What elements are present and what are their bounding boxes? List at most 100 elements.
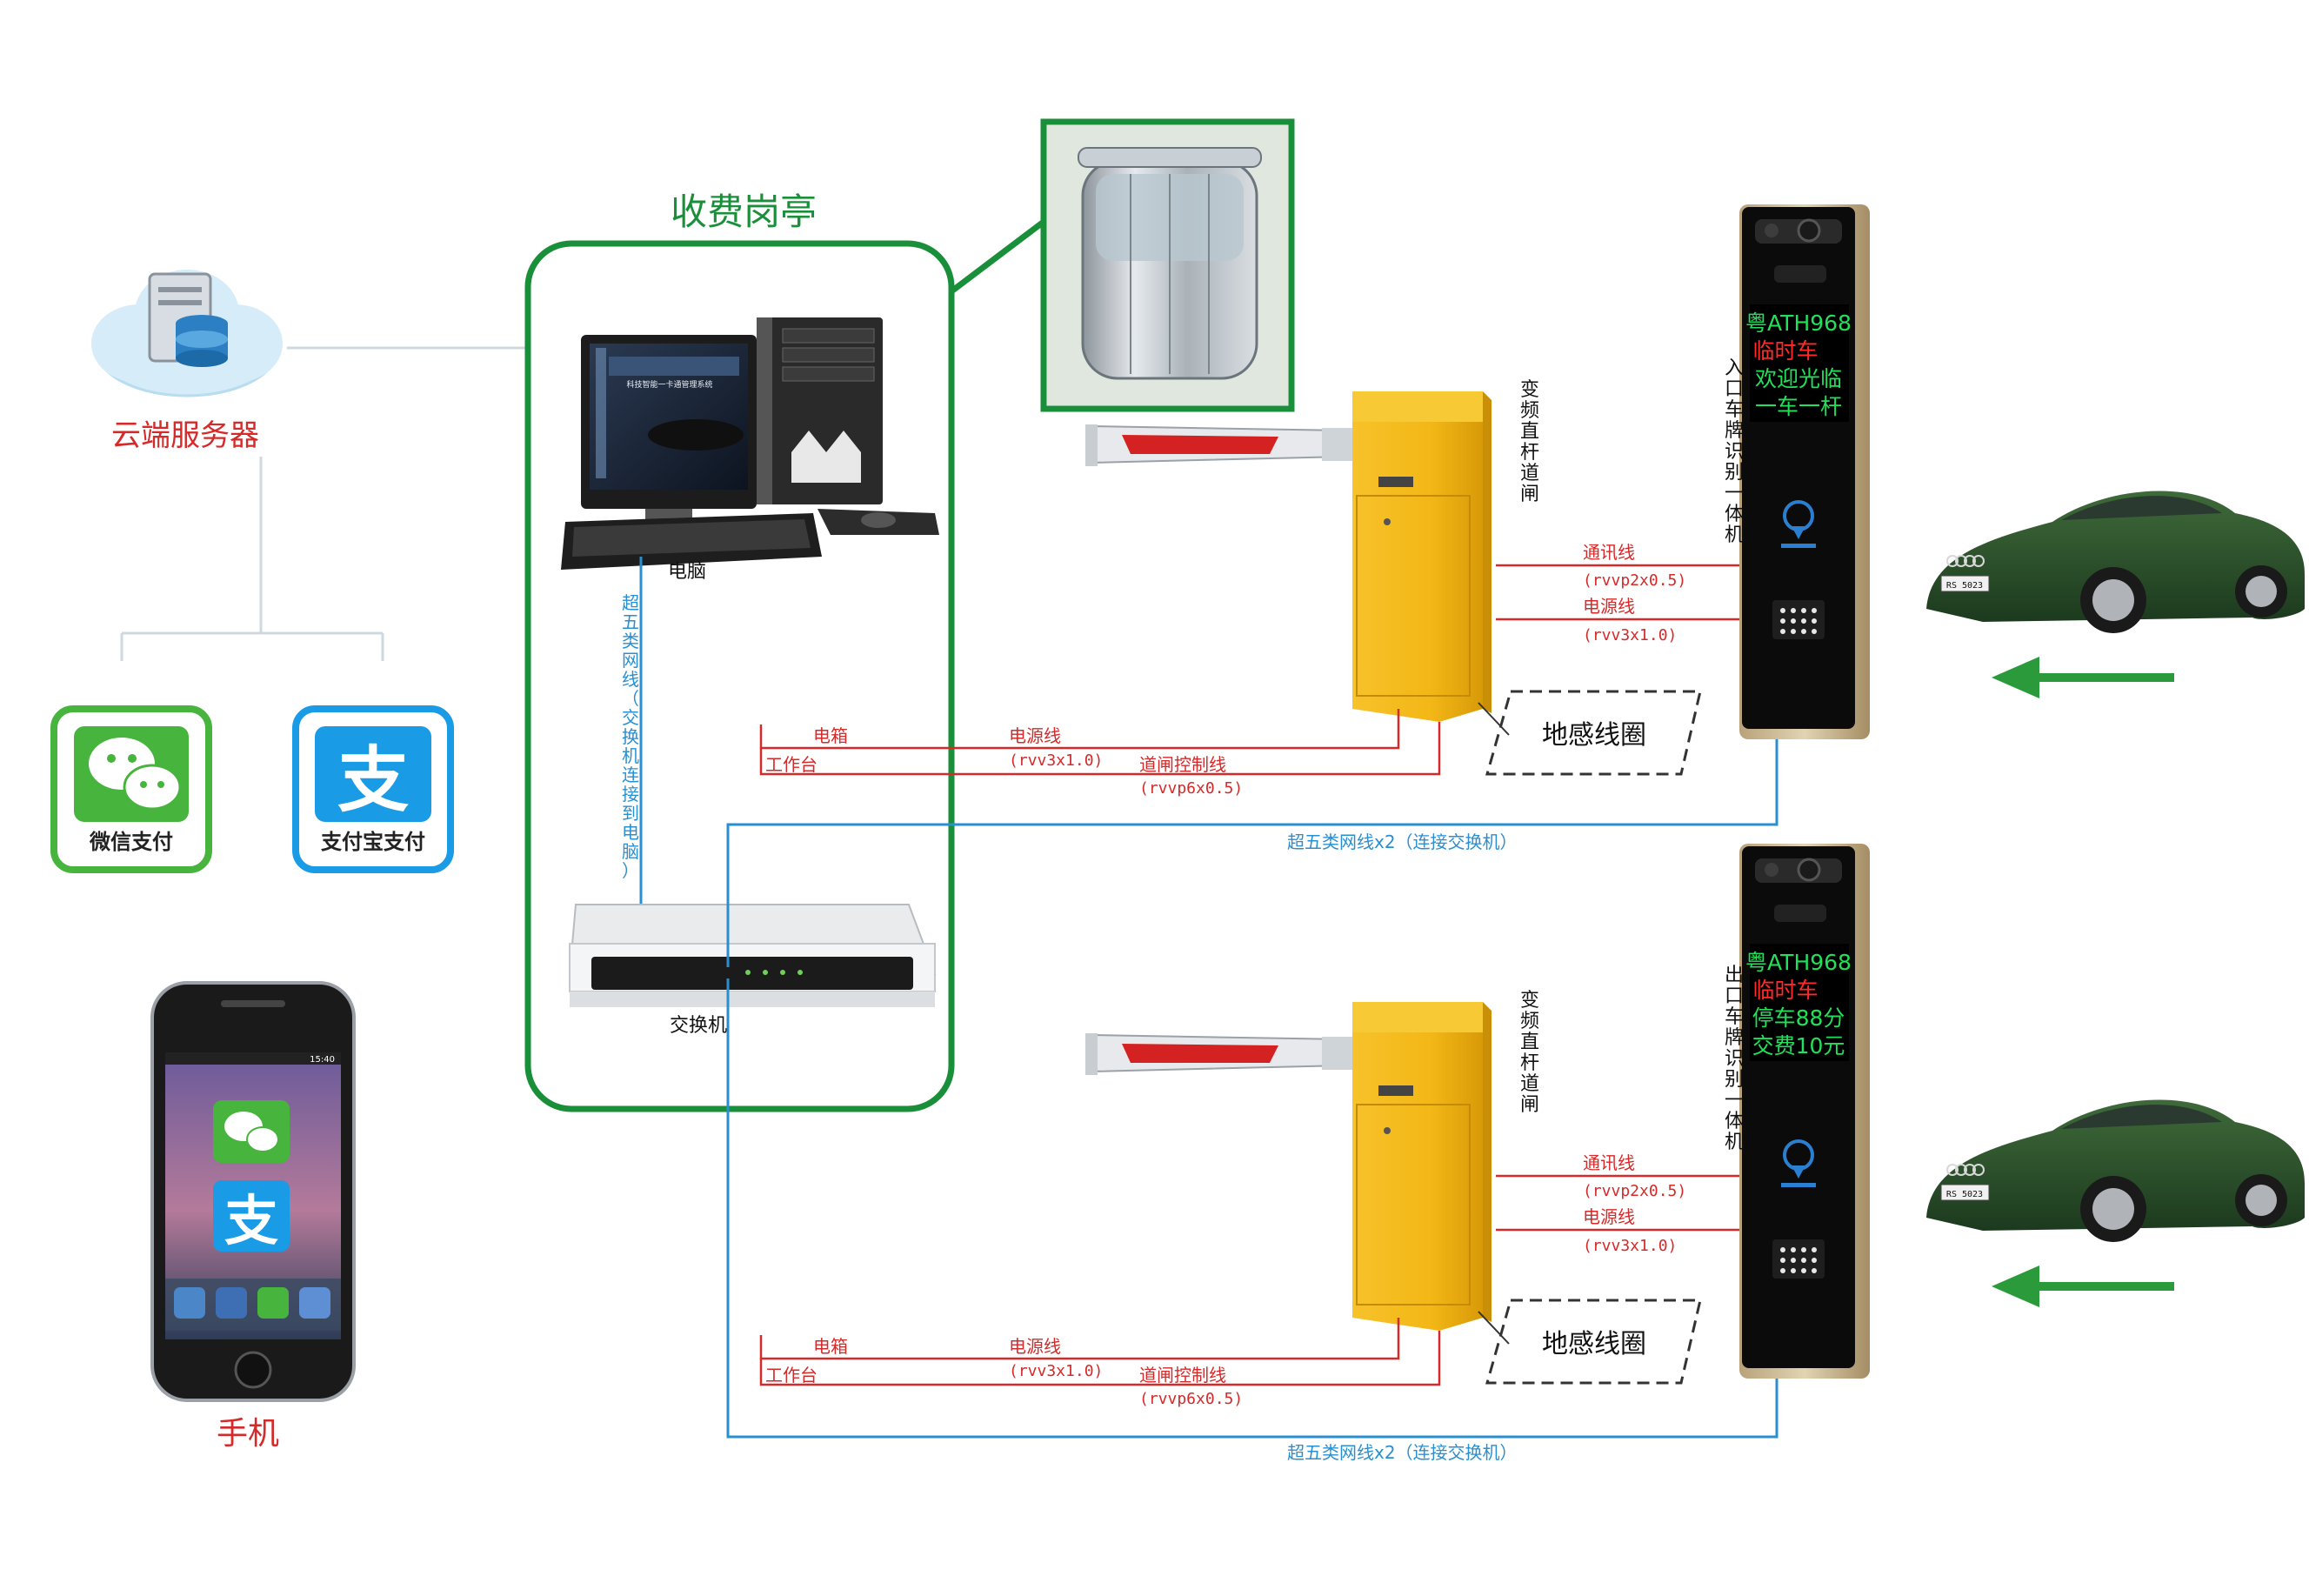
entry-barrier-label-char: 杆 bbox=[1520, 442, 1539, 464]
exit-parking-logo-icon bbox=[1781, 1139, 1816, 1187]
exit-device-label-char: 体 bbox=[1725, 1111, 1744, 1132]
entry-ctrl-spec: (rvvp6x0.5) bbox=[1139, 779, 1243, 798]
cloud-server-label: 云端服务器 bbox=[111, 418, 259, 453]
entry-device-label-char: 一 bbox=[1725, 483, 1744, 504]
wechat-pay-label: 微信支付 bbox=[89, 830, 173, 854]
exit-device-label-char: 机 bbox=[1725, 1132, 1744, 1153]
exit-barrier-label: 变频直杆道闸 bbox=[1520, 990, 1539, 1116]
exit-device-label-char: 出 bbox=[1725, 965, 1744, 986]
exit-network-label: 超五类网线x2（连接交换机） bbox=[1287, 1442, 1518, 1463]
entry-barrier-label: 变频直杆道闸 bbox=[1520, 379, 1539, 505]
entry-power-line: 电源线 bbox=[1583, 596, 1635, 617]
alipay[interactable]: 支 支付宝支付 bbox=[292, 705, 454, 873]
exit-device-label: 出口车牌识别一体机 bbox=[1725, 965, 1744, 1153]
alipay-icon: 支 bbox=[337, 739, 409, 822]
entry-device-label-char: 入 bbox=[1725, 357, 1744, 379]
entry-lane: 变频直杆道闸 地感线圈 粤ATH968 临时车 欢迎光临 一车一杆 bbox=[726, 204, 2305, 967]
exit-power-line-2: 电源线 bbox=[1009, 1336, 1061, 1357]
entry-boom-arm bbox=[1085, 424, 1352, 466]
exit-barrier-label-char: 闸 bbox=[1520, 1094, 1539, 1116]
entry-power-spec-2: (rvv3x1.0) bbox=[1009, 751, 1103, 770]
entry-display-line-3: 欢迎光临 bbox=[1755, 366, 1842, 391]
exit-display-line-3: 停车88分 bbox=[1752, 1005, 1845, 1031]
switch-cable-label-char: 线 bbox=[622, 669, 639, 690]
computer-label: 电脑 bbox=[668, 561, 706, 583]
entry-comm-line: 通讯线 bbox=[1583, 542, 1635, 563]
wechat-icon bbox=[89, 738, 182, 811]
entry-device-label: 入口车牌识别一体机 bbox=[1725, 357, 1744, 546]
exit-loop-label: 地感线圈 bbox=[1542, 1329, 1646, 1359]
exit-barrier-label-char: 变 bbox=[1520, 990, 1539, 1012]
phone-wechat-app-icon bbox=[213, 1100, 290, 1163]
exit-car: RS 5023 bbox=[1926, 1099, 2305, 1242]
exit-barrier-label-char: 道 bbox=[1520, 1073, 1539, 1095]
entry-barrier-label-char: 道 bbox=[1520, 463, 1539, 484]
phone-dock bbox=[165, 1279, 341, 1331]
switch-cable-label-char: ） bbox=[622, 860, 639, 881]
phone-alipay-app-icon: 支 bbox=[213, 1180, 290, 1252]
entry-device-label-char: 牌 bbox=[1725, 420, 1744, 442]
phone-home-button bbox=[234, 1351, 272, 1389]
entry-car-plate: RS 5023 bbox=[1946, 581, 1983, 591]
cloud-server: 云端服务器 bbox=[91, 270, 283, 453]
entry-network-cable bbox=[726, 739, 1778, 967]
switch-cable-label-char: 连 bbox=[622, 765, 639, 785]
exit-display-line-2: 临时车 bbox=[1752, 978, 1818, 1003]
exit-lpr-device: 粤ATH968 临时车 停车88分 交费10元 bbox=[1739, 844, 1870, 1379]
entry-ctrl-line: 道闸控制线 bbox=[1139, 754, 1226, 775]
entry-ground-loop: 地感线圈 bbox=[1478, 690, 1702, 776]
phone-label: 手机 bbox=[217, 1416, 279, 1452]
switch-cable-label-char: 接 bbox=[622, 784, 639, 805]
svg-text:超五类网线（交换机连接到电脑）: 超五类网线（交换机连接到电脑） bbox=[622, 592, 639, 881]
wechat-pay[interactable]: 微信支付 bbox=[50, 705, 212, 873]
booth-title: 收费岗亭 bbox=[671, 190, 817, 233]
entry-barrier-label-char: 频 bbox=[1520, 400, 1539, 422]
entry-car: RS 5023 bbox=[1926, 491, 2305, 633]
switch-cable-label-char: 电 bbox=[622, 822, 639, 843]
entry-network-label: 超五类网线x2（连接交换机） bbox=[1287, 831, 1518, 852]
switch-cable-label-char: 机 bbox=[622, 745, 639, 766]
entry-direction-arrow-icon bbox=[1992, 657, 2174, 698]
cloud-server-icon bbox=[91, 270, 283, 397]
switch-cable-label-char: 网 bbox=[622, 650, 639, 671]
exit-barrier-label-char: 频 bbox=[1520, 1011, 1539, 1032]
switch-cable-label-char: 到 bbox=[622, 803, 639, 824]
exit-power-spec-2: (rvv3x1.0) bbox=[1009, 1362, 1103, 1380]
keyboard bbox=[561, 513, 822, 570]
entry-device-wiring bbox=[1496, 564, 1739, 621]
exit-device-label-char: 牌 bbox=[1725, 1027, 1744, 1049]
svg-text:支: 支 bbox=[224, 1189, 278, 1252]
entry-display-line-2: 临时车 bbox=[1752, 338, 1818, 364]
switch-cable-label-char: 脑 bbox=[622, 841, 639, 862]
switch-cable-label-char: 交 bbox=[622, 707, 639, 728]
exit-comm-line: 通讯线 bbox=[1583, 1152, 1635, 1173]
monitor-screen-text: 科技智能一卡通管理系统 bbox=[626, 379, 712, 390]
entry-loop-label: 地感线圈 bbox=[1542, 720, 1646, 751]
entry-display-line-4: 一车一杆 bbox=[1755, 394, 1842, 419]
entry-device-label-char: 识 bbox=[1725, 441, 1744, 463]
switch-cable-label-char: 换 bbox=[622, 726, 639, 747]
exit-lane: 变频直杆道闸 地感线圈 粤ATH968 临时车 停车88分 交费10元 bbox=[726, 844, 2305, 1463]
exit-box: 电箱 bbox=[813, 1336, 848, 1357]
exit-device-label-char: 车 bbox=[1725, 1006, 1744, 1028]
exit-booth-wiring bbox=[759, 1318, 1441, 1386]
switch-label: 交换机 bbox=[670, 1015, 727, 1037]
entry-lpr-device: 粤ATH968 临时车 欢迎光临 一车一杆 bbox=[1739, 204, 1870, 739]
entry-barrier-cabinet bbox=[1352, 391, 1492, 722]
exit-display-line-4: 交费10元 bbox=[1752, 1033, 1845, 1058]
switch-cable-label-char: 类 bbox=[622, 631, 639, 651]
toll-booth: 收费岗亭 bbox=[524, 118, 1295, 1112]
exit-keypad-icon bbox=[1772, 1239, 1825, 1279]
network-switch: 交换机 bbox=[568, 904, 937, 1037]
switch-cable-label-char: 超 bbox=[622, 592, 639, 613]
entry-device-label-char: 口 bbox=[1725, 378, 1744, 400]
exit-device-label-char: 一 bbox=[1725, 1090, 1744, 1112]
entry-keypad-icon bbox=[1772, 600, 1825, 639]
pc-tower bbox=[757, 317, 883, 504]
cloud-connections bbox=[120, 346, 526, 661]
entry-display-line-1: 粤ATH968 bbox=[1745, 311, 1852, 336]
switch-cable-label-char: 五 bbox=[622, 611, 639, 632]
entry-device-label-char: 机 bbox=[1725, 524, 1744, 546]
exit-desk: 工作台 bbox=[765, 1365, 817, 1386]
